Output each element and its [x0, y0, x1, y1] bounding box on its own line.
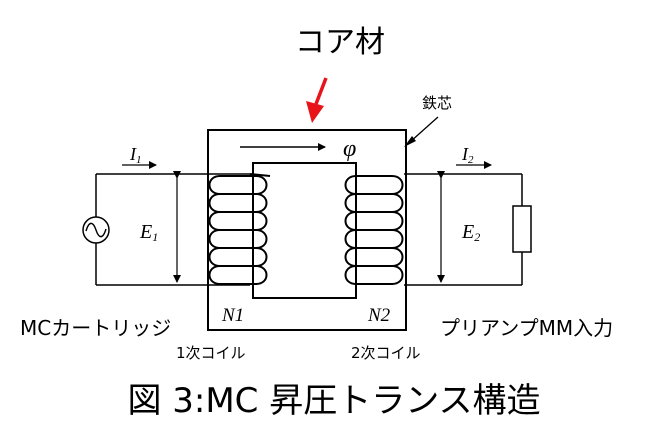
iron-core-leader-arrow — [404, 116, 439, 147]
voltage-e1-label: E1 — [139, 221, 158, 244]
ac-source-icon — [82, 216, 110, 244]
core-outer — [207, 129, 407, 331]
mc-cartridge-label: MCカートリッジ — [20, 316, 171, 340]
secondary-circuit — [404, 173, 523, 286]
load-resistor — [512, 205, 532, 253]
primary-coil-label: 1次コイル — [176, 344, 246, 362]
figure-caption: 図 3:MC 昇圧トランス構造 — [127, 381, 540, 421]
current-i1-label: I1 — [129, 144, 142, 166]
n2-label: N2 — [367, 305, 391, 326]
n1-label: N1 — [221, 305, 244, 326]
secondary-coil — [344, 175, 404, 285]
current-i2-label: I2 — [461, 144, 474, 166]
core-material-label: コア材 — [295, 25, 385, 60]
flux-symbol: φ — [343, 136, 356, 162]
secondary-coil-label: 2次コイル — [351, 344, 421, 362]
core-material-arrow — [306, 77, 328, 123]
voltage-e2-label: E2 — [461, 221, 480, 244]
iron-core-label: 鉄芯 — [422, 94, 452, 112]
primary-coil — [208, 173, 271, 285]
preamp-mm-input-label: プリアンプMM入力 — [440, 316, 613, 340]
core-window — [252, 162, 357, 299]
